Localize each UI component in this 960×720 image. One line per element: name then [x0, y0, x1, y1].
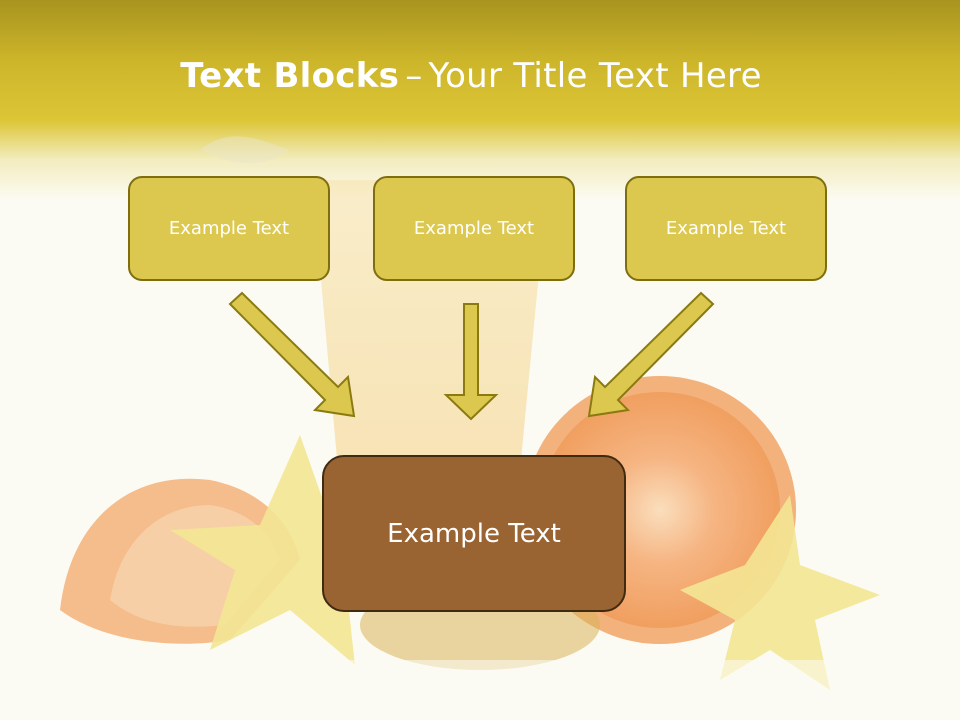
- text-block-left[interactable]: Example Text: [128, 176, 330, 281]
- slide-title: Text Blocks–Your Title Text Here: [0, 52, 942, 100]
- text-block-right[interactable]: Example Text: [625, 176, 827, 281]
- text-block-center-label: Example Text: [413, 218, 535, 239]
- text-block-right-label: Example Text: [665, 218, 787, 239]
- arrow-center-down: [443, 303, 499, 421]
- text-block-main-label: Example Text: [387, 518, 561, 549]
- table-reflection: [0, 660, 960, 720]
- text-block-center[interactable]: Example Text: [373, 176, 575, 281]
- mint-leaf: [200, 136, 290, 164]
- arrow-left-diagonal: [228, 291, 356, 418]
- title-bold-part: Text Blocks: [180, 56, 400, 96]
- text-block-main[interactable]: Example Text: [322, 455, 626, 612]
- arrow-right-diagonal: [587, 291, 715, 418]
- text-block-left-label: Example Text: [168, 218, 290, 239]
- title-dash: –: [405, 56, 423, 96]
- star-fruit-right: [680, 495, 880, 690]
- title-banner: [0, 0, 960, 200]
- star-fruit-left: [170, 435, 420, 665]
- title-rest-part: Your Title Text Here: [428, 56, 762, 96]
